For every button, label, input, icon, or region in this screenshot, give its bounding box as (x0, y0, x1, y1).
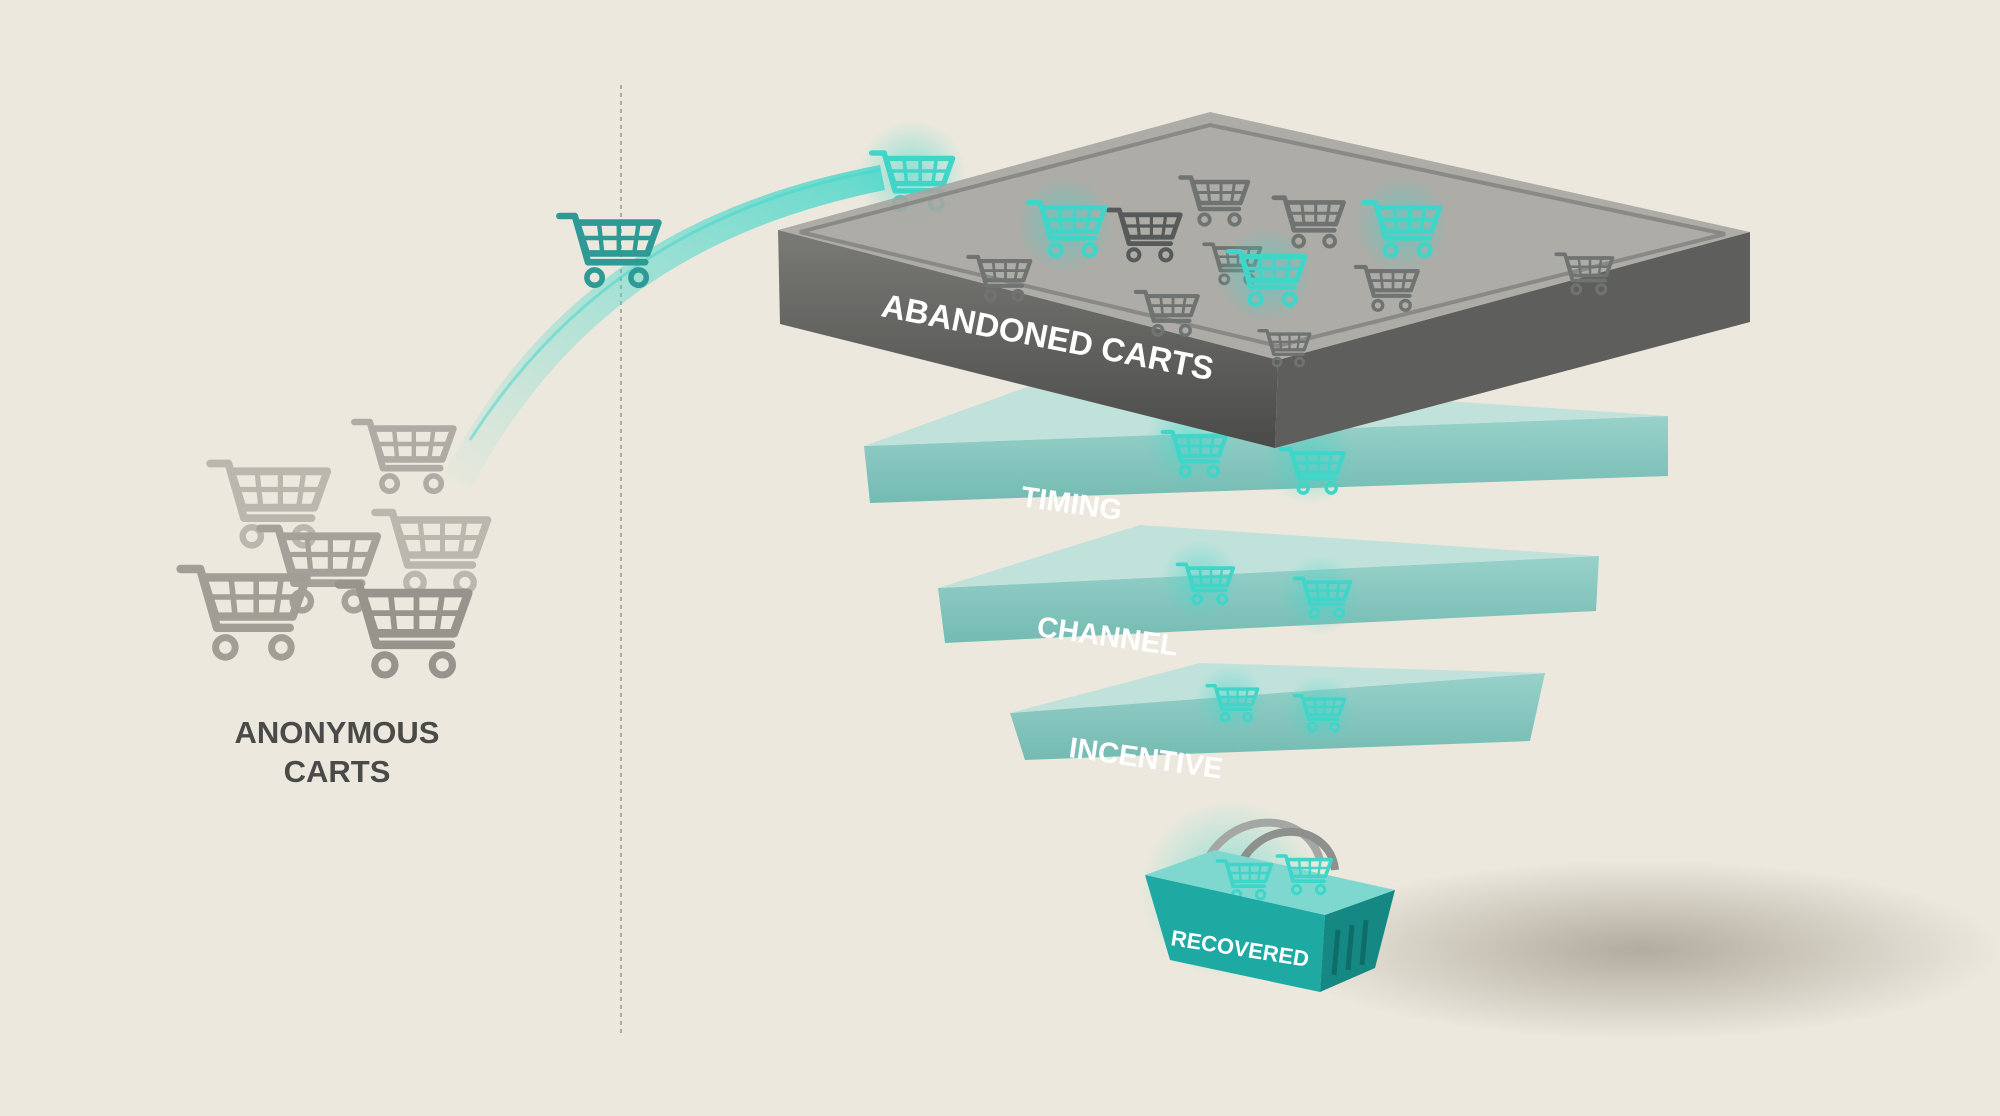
shopping-cart-icon (375, 513, 488, 592)
shopping-cart-icon (339, 584, 468, 675)
funnel-layer-incentive: INCENTIVE (1010, 663, 1545, 785)
shopping-cart-icon (559, 216, 658, 285)
funnel-layer-channel: CHANNEL (938, 525, 1599, 663)
anonymous-carts-label: ANONYMOUS (235, 715, 440, 750)
anonymous-carts-label: CARTS (284, 754, 391, 789)
floor-shadow (1280, 860, 2000, 1040)
cart-trail (440, 165, 885, 490)
shopping-cart-icon (181, 569, 307, 657)
anonymous-cart-pile (181, 422, 488, 675)
shopping-cart-icon (354, 422, 453, 491)
abandoned-carts-contents (968, 177, 1612, 366)
recovered-basket: RECOVERED (1140, 800, 1395, 992)
